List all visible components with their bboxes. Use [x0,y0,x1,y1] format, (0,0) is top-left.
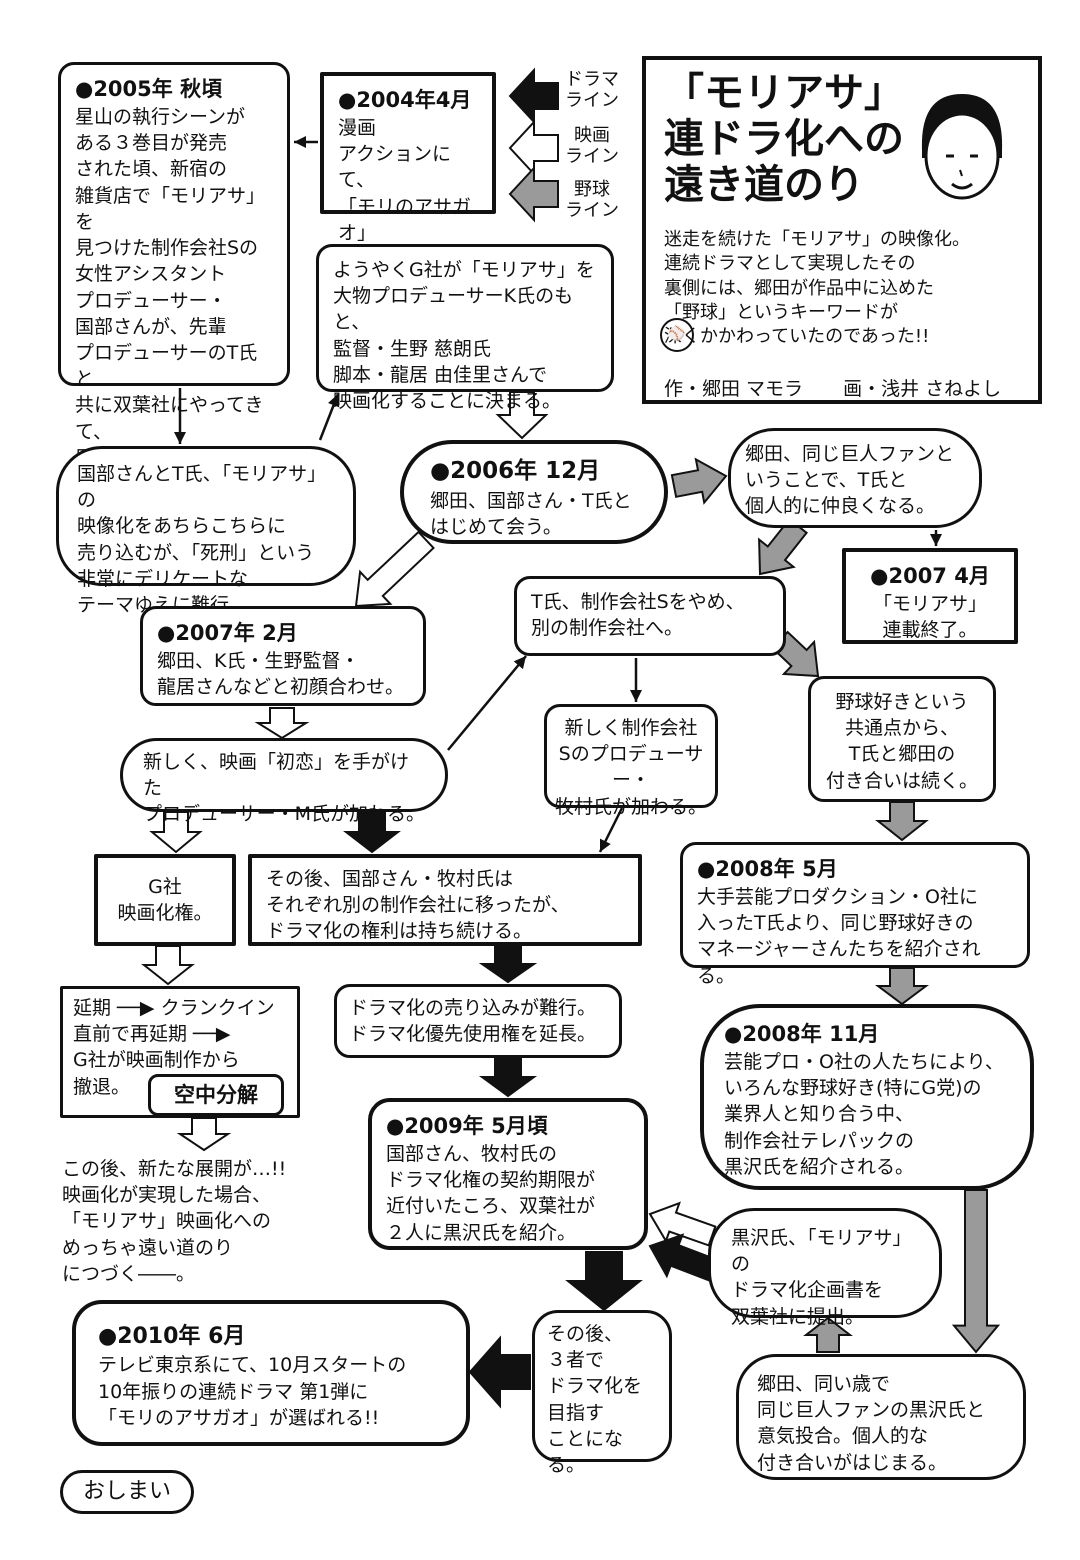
node-2008-nov: ●2008年 11月 芸能プロ・O社の人たちにより、 いろんな野球好き(特にG党… [700,1004,1034,1190]
arrow-kuro-to-2009-light [648,1201,717,1247]
node-2009-may-body: 国部さん、牧村氏の ドラマ化権の契約期限が 近付いたころ、双葉社が ２人に黒沢氏… [386,1142,596,1244]
end-label: おしまい [60,1470,194,1514]
node-friend-body: 郷田、同じ巨人ファンと いうことで、T氏と 個人的に仲良くなる。 [745,443,955,518]
arrow-sellhard-to-2009 [478,1057,538,1098]
node-makimura-body: 新しく制作会社 Sのプロデューサー・ 牧村氏が加わる。 [555,717,708,818]
arrow-three-to-2010 [468,1335,531,1409]
node-2008-may: ●2008年 5月 大手芸能プロダクション・O社に 入ったT氏より、同じ野球好き… [680,842,1030,987]
node-sell: 国部さんとT氏、「モリアサ」の 映像化をあちらこちらに 売り込むが、「死刑」とい… [56,446,356,616]
credit-artist: 画・浅井 さねよし [843,378,1002,400]
node-2005-autumn: ●2005年 秋頃 星山の執行シーンが ある３巻目が発売 された頃、新宿の 雑貨… [58,62,290,469]
title-line-2: 連ドラ化への [664,116,904,162]
title-line-3: 遠き道のり [664,162,864,208]
node-2007-april: ●2007 4月 「モリアサ」 連載終了。 [842,548,1018,644]
node-2008-nov-head: ●2008年 11月 [724,1022,880,1046]
node-2009-may-head: ●2009年 5月頃 [386,1114,548,1138]
node-2009-may: ●2009年 5月頃 国部さん、牧村氏の ドラマ化権の契約期限が 近付いたころ、… [368,1098,648,1250]
arrow-tmove-to-maki [630,658,642,702]
node-g-decide: ようやくG社が「モリアサ」を 大物プロデューサーK氏のもと、 監督・生野 慈朗氏… [316,244,614,412]
node-2007-april-body: 「モリアサ」 連載終了。 [872,592,987,642]
node-g-rights-body: G社 映画化権。 [117,876,213,925]
legend-movie-label: 映画 ライン [565,125,619,167]
page-title: 「モリアサ」 連ドラ化への 遠き道のり [664,70,904,208]
node-three-body: その後、 ３者で ドラマ化を 目指す ことになる。 [547,1323,643,1477]
arrow-common-to-2008may [875,801,929,842]
node-after-body: その後、国部さん・牧村氏は それぞれ別の制作会社に移ったが、 ドラマ化の権利は持… [266,868,570,943]
node-t-move: T氏、制作会社Sをやめ、 別の制作会社へ。 [514,576,786,656]
legend-baseball-label: 野球 ライン [565,179,619,221]
author-face-icon [921,94,1003,200]
node-2007-april-head: ●2007 4月 [870,564,990,588]
credits: 作・郷田 マモラ 画・浅井 さねよし [664,374,1001,401]
legend-baseball-arrow [508,165,559,223]
arrow-2006-to-friend [670,457,728,505]
node-delay-tag: 空中分解 [148,1074,284,1116]
node-next-body: この後、新たな展開が…!! 映画化が実現した場合、 「モリアサ」映画化への めっ… [62,1158,287,1285]
node-2006-dec-head: ●2006年 12月 [430,458,601,484]
credit-author: 作・郷田 マモラ [664,378,804,400]
node-friend: 郷田、同じ巨人ファンと いうことで、T氏と 個人的に仲良くなる。 [728,428,982,528]
node-2007-feb-head: ●2007年 2月 [157,621,298,645]
node-2006-dec: ●2006年 12月 郷田、国部さん・T氏と はじめて会う。 [400,440,668,544]
node-2008-nov-body: 芸能プロ・O社の人たちにより、 いろんな野球好き(特にG党)の 業界人と知り合う… [724,1050,1004,1178]
arrow-delay-to-next [176,1117,232,1152]
node-m-joins-body: 新しく、映画「初恋」を手がけた プロデューサー・M氏が加わる。 [143,751,426,826]
node-m-joins: 新しく、映画「初恋」を手がけた プロデューサー・M氏が加わる。 [120,738,448,825]
node-2010-june: ●2010年 6月 テレビ東京系にて、10月スタートの 10年振りの連続ドラマ … [72,1300,470,1446]
node-same-age: 郷田、同い歳で 同じ巨人ファンの黒沢氏と 意気投合。個人的な 付き合いがはじまる… [736,1354,1026,1480]
arrow-2006-to-2007feb [354,530,435,608]
node-sell-hard: ドラマ化の売り込みが難行。 ドラマ化優先使用権を延長。 [334,984,622,1058]
node-2007-feb: ●2007年 2月 郷田、K氏・生野監督・ 龍居さんなどと初顔合わせ。 [140,606,426,706]
title-description: 迷走を続けた「モリアサ」の映像化。 連続ドラマとして実現したその 裏側には、郷田… [664,229,970,348]
node-common-body: 野球好きという 共通点から、 T氏と郷田の 付き合いは続く。 [825,691,978,792]
node-t-move-body: T氏、制作会社Sをやめ、 別の制作会社へ。 [531,591,745,640]
node-2006-dec-body: 郷田、国部さん・T氏と はじめて会う。 [430,489,632,538]
node-common: 野球好きという 共通点から、 T氏と郷田の 付き合いは続く。 [808,676,996,802]
arrow-after-to-sellhard [478,945,538,984]
arrow-grights-to-delay [141,945,195,986]
node-2007-feb-body: 郷田、K氏・生野監督・ 龍居さんなどと初顔合わせ。 [157,649,405,699]
arrow-2009-to-three [565,1251,643,1312]
baseball-icon: ⚾ [660,318,694,352]
arrow-2007feb-to-m [254,707,310,740]
legend-drama-label: ドラマ ライン [565,69,619,111]
arrow-2004-to-2005 [294,136,318,148]
arrow-friend-to-2007apr [930,530,942,546]
node-next: この後、新たな展開が…!! 映画化が実現した場合、 「モリアサ」映画化への めっ… [56,1152,356,1292]
legend-drama-arrow [508,67,559,125]
arrow-2008nov-to-sameage [951,1189,1001,1354]
node-2004-april-head: ●2004年4月 [338,88,472,112]
node-kurosawa-body: 黒沢氏、「モリアサ」の ドラマ化企画書を 双葉社に提出。 [731,1227,912,1328]
node-2005-autumn-body: 星山の執行シーンが ある３巻目が発売 された頃、新宿の 雑貨店で「モリアサ」を … [75,105,266,469]
node-2004-april: ●2004年4月 漫画 アクションにて、 「モリのアサガオ」 連載スタート!! [320,72,496,270]
legend-movie-arrow [508,119,559,177]
node-2010-june-body: テレビ東京系にて、10月スタートの 10年振りの連続ドラマ 第1弾に 「モリのア… [98,1354,407,1429]
node-three: その後、 ３者で ドラマ化を 目指す ことになる。 [532,1310,672,1476]
node-same-age-body: 郷田、同い歳で 同じ巨人ファンの黒沢氏と 意気投合。個人的な 付き合いがはじまる… [757,1373,986,1474]
title-line-1: 「モリアサ」 [664,70,904,116]
node-2008-may-head: ●2008年 5月 [697,857,838,881]
arrow-m-to-tmove [447,655,527,751]
node-sell-body: 国部さんとT氏、「モリアサ」の 映像化をあちらこちらに 売り込むが、「死刑」とい… [77,463,327,616]
node-g-rights: G社 映画化権。 [94,854,236,946]
node-makimura: 新しく制作会社 Sのプロデューサー・ 牧村氏が加わる。 [544,704,718,818]
node-g-decide-body: ようやくG社が「モリアサ」を 大物プロデューサーK氏のもと、 監督・生野 慈朗氏… [333,259,595,413]
node-2005-autumn-head: ●2005年 秋頃 [75,77,223,101]
title-panel: 「モリアサ」 連ドラ化への 遠き道のり 迷走を続けた「モリアサ」の映像化。 連続… [642,56,1042,404]
node-2008-may-body: 大手芸能プロダクション・O社に 入ったT氏より、同じ野球好きの マネージャーさん… [697,885,981,987]
node-after: その後、国部さん・牧村氏は それぞれ別の制作会社に移ったが、 ドラマ化の権利は持… [248,854,642,946]
node-delay-body: 延期 ──▶ クランクイン 直前で再延期 ──▶ G社が映画制作から 撤退。 [73,997,275,1098]
node-2010-june-head: ●2010年 6月 [98,1324,246,1349]
node-sell-hard-body: ドラマ化の売り込みが難行。 ドラマ化優先使用権を延長。 [349,997,597,1046]
node-kurosawa: 黒沢氏、「モリアサ」の ドラマ化企画書を 双葉社に提出。 [708,1208,942,1328]
